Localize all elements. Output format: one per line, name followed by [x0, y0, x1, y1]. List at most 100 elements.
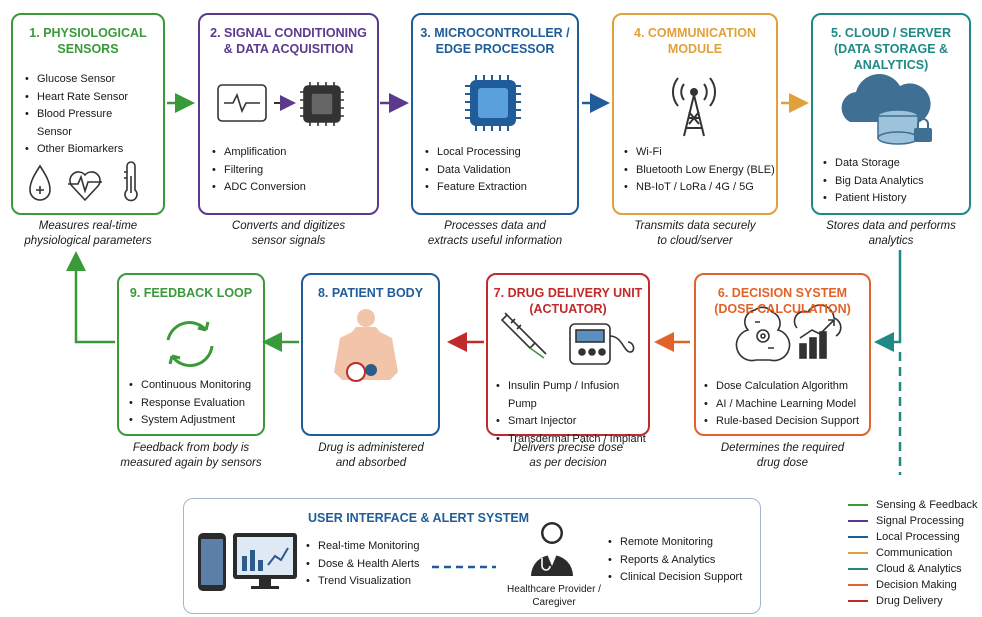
- caption-box-2: Converts and digitizes sensor signals: [198, 219, 379, 249]
- list-item: Continuous Monitoring: [129, 377, 251, 395]
- caption-box-8: Drug is administered and absorbed: [296, 441, 446, 471]
- item-list: Amplification Filtering ADC Conversion: [212, 144, 306, 197]
- caption-line: Transmits data securely: [634, 220, 756, 232]
- title-line: 4. COMMUNICATION: [634, 26, 756, 40]
- caption-line: Processes data and: [444, 220, 546, 232]
- provider-line: Caregiver: [532, 597, 576, 608]
- cycle-arrows-icon: [166, 321, 214, 367]
- title-line: 6. DECISION SYSTEM: [717, 286, 848, 300]
- box-microcontroller: 3. MICROCONTROLLER / EDGE PROCESSOR Loca…: [411, 13, 579, 215]
- legend-item: Sensing & Feedback: [848, 498, 978, 512]
- title-line: 3. MICROCONTROLLER /: [420, 26, 570, 40]
- list-item: Feature Extraction: [425, 179, 527, 197]
- legend-label: Communication: [876, 547, 953, 559]
- caption-line: Converts and digitizes: [231, 220, 346, 232]
- box-signal-conditioning: 2. SIGNAL CONDITIONING & DATA ACQUISITIO…: [198, 13, 379, 215]
- caption-line: to cloud/server: [657, 235, 733, 247]
- legend-item: Decision Making: [848, 578, 957, 592]
- list-item: Amplification: [212, 144, 306, 162]
- item-list: Local Processing Data Validation Feature…: [425, 144, 527, 197]
- legend-swatch: [848, 600, 868, 602]
- box-physiological-sensors: 1. PHYSIOLOGICAL SENSORS Glucose Sensor …: [11, 13, 165, 215]
- list-item: Response Evaluation: [129, 395, 251, 413]
- list-item: Wi-Fi: [624, 144, 775, 162]
- ui-right-list: Remote Monitoring Reports & Analytics Cl…: [608, 534, 742, 587]
- syringe-icon: [500, 312, 547, 359]
- antenna-tower-icon: [671, 77, 717, 137]
- chip-icon: [300, 82, 344, 126]
- box-feedback-loop: 9. FEEDBACK LOOP Continuous Monitoring R…: [117, 273, 265, 436]
- list-item: Local Processing: [425, 144, 527, 162]
- list-item: System Adjustment: [129, 412, 251, 430]
- legend-item: Communication: [848, 546, 952, 560]
- legend-item: Cloud & Analytics: [848, 562, 962, 576]
- growth-chart-icon: [793, 304, 842, 359]
- legend-swatch: [848, 584, 868, 586]
- legend-swatch: [848, 552, 868, 554]
- legend-label: Drug Delivery: [876, 595, 943, 607]
- box-title: 5. CLOUD / SERVER (DATA STORAGE & ANALYT…: [813, 25, 969, 73]
- list-item: Glucose Sensor: [25, 71, 128, 89]
- caption-box-3: Processes data and extracts useful infor…: [405, 219, 585, 249]
- caption-line: Drug is administered: [318, 442, 424, 454]
- box-title: 1. PHYSIOLOGICAL SENSORS: [13, 25, 163, 57]
- heart-pulse-icon: [68, 171, 102, 202]
- legend-item: Drug Delivery: [848, 594, 943, 608]
- title-line: 5. CLOUD / SERVER: [831, 26, 951, 40]
- caption-line: physiological parameters: [24, 235, 152, 247]
- list-item: Dose & Health Alerts: [306, 556, 420, 574]
- legend-label: Local Processing: [876, 531, 960, 543]
- caption-box-5: Stores data and performs analytics: [806, 219, 976, 249]
- caption-line: Feedback from body is: [132, 442, 250, 454]
- title-line: ANALYTICS): [853, 58, 929, 72]
- list-item: Patient History: [823, 190, 924, 208]
- monitor-chart-icon: [233, 533, 297, 589]
- waveform-icon: [217, 84, 267, 122]
- list-item: Real-time Monitoring: [306, 538, 420, 556]
- thermometer-icon: [124, 161, 138, 202]
- title-line: 2. SIGNAL CONDITIONING: [210, 26, 367, 40]
- legend-item: Signal Processing: [848, 514, 964, 528]
- caption-line: Measures real-time: [38, 220, 138, 232]
- list-item: Data Storage: [823, 155, 924, 173]
- box-title: 2. SIGNAL CONDITIONING & DATA ACQUISITIO…: [200, 25, 377, 57]
- title-line: (DATA STORAGE &: [833, 42, 949, 56]
- item-list: Dose Calculation Algorithm AI / Machine …: [704, 378, 859, 431]
- box-title: 7. DRUG DELIVERY UNIT (ACTUATOR): [488, 285, 648, 317]
- box-title: 4. COMMUNICATION MODULE: [614, 25, 776, 57]
- box-title: 3. MICROCONTROLLER / EDGE PROCESSOR: [413, 25, 577, 57]
- list-item: Rule-based Decision Support: [704, 413, 859, 431]
- title-line: 7. DRUG DELIVERY UNIT: [493, 286, 643, 300]
- caption-line: extracts useful information: [427, 235, 563, 247]
- item-list: Wi-Fi Bluetooth Low Energy (BLE) NB-IoT …: [624, 144, 775, 197]
- caption-box-4: Transmits data securely to cloud/server: [612, 219, 778, 249]
- caption-box-1: Measures real-time physiological paramet…: [0, 219, 176, 249]
- caption-box-6: Determines the required drug dose: [694, 441, 871, 471]
- caption-line: and absorbed: [335, 457, 407, 469]
- list-item: Insulin Pump / Infusion Pump: [496, 378, 648, 413]
- legend-swatch: [848, 536, 868, 538]
- title-line: & DATA ACQUISITION: [223, 42, 354, 56]
- list-item: Bluetooth Low Energy (BLE): [624, 162, 775, 180]
- list-item: Reports & Analytics: [608, 552, 742, 570]
- infusion-pump-icon: [569, 323, 635, 365]
- box-patient-body: 8. PATIENT BODY: [301, 273, 440, 436]
- title-line: 9. FEEDBACK LOOP: [129, 286, 253, 300]
- legend-label: Decision Making: [876, 579, 957, 591]
- doctor-icon: [531, 522, 573, 576]
- legend-label: Cloud & Analytics: [876, 563, 962, 575]
- list-item: Data Validation: [425, 162, 527, 180]
- list-item: Transdermal Patch / Implant: [496, 431, 648, 449]
- droplet-icon: [29, 164, 51, 201]
- caption-line: measured again by sensors: [120, 457, 262, 469]
- processor-icon: [465, 75, 521, 131]
- caption-box-7: Delivers precise dose as per decision: [486, 441, 650, 471]
- list-item: Clinical Decision Support: [608, 569, 742, 587]
- caption-line: Determines the required: [720, 442, 845, 454]
- provider-line: Healthcare Provider /: [507, 584, 601, 595]
- list-item-continued: Sensor: [37, 125, 72, 138]
- caption-line: Delivers precise dose: [513, 442, 623, 454]
- cloud-database-lock-icon: [841, 74, 932, 145]
- list-item: Filtering: [212, 162, 306, 180]
